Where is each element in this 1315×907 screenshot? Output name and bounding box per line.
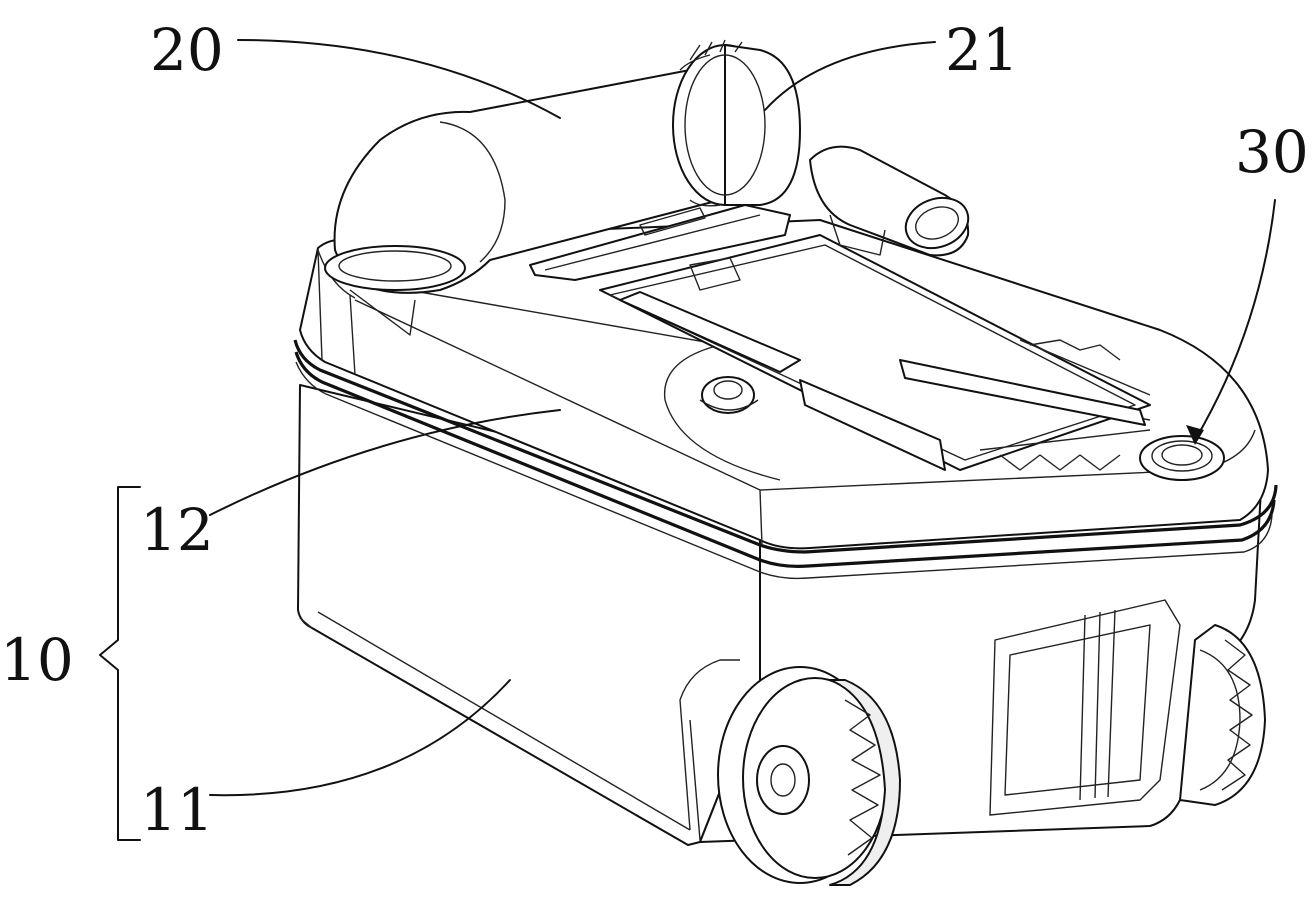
hose-coupling [672,39,801,207]
leader-20 [237,39,561,119]
leader-21 [764,41,936,111]
bracket-10 [99,486,141,841]
leader-lines [99,39,1276,841]
label-11: 11 [140,776,214,844]
right-wheel [1179,624,1266,806]
leader-30 [1194,199,1276,441]
port [1139,435,1225,481]
leader-12 [209,409,561,516]
label-10: 10 [0,626,74,694]
left-wheel [717,666,901,886]
leader-11 [209,679,511,797]
label-20: 20 [150,16,224,84]
top-tray [529,204,1151,481]
handle [809,145,970,257]
arrowhead-30 [1186,425,1204,445]
label-30: 30 [1235,118,1309,186]
gasket-band [293,339,1278,580]
reference-labels: 20 21 30 12 10 11 [0,16,1309,844]
hose-elbow [324,69,721,336]
label-12: 12 [140,496,214,564]
label-21: 21 [945,16,1019,84]
